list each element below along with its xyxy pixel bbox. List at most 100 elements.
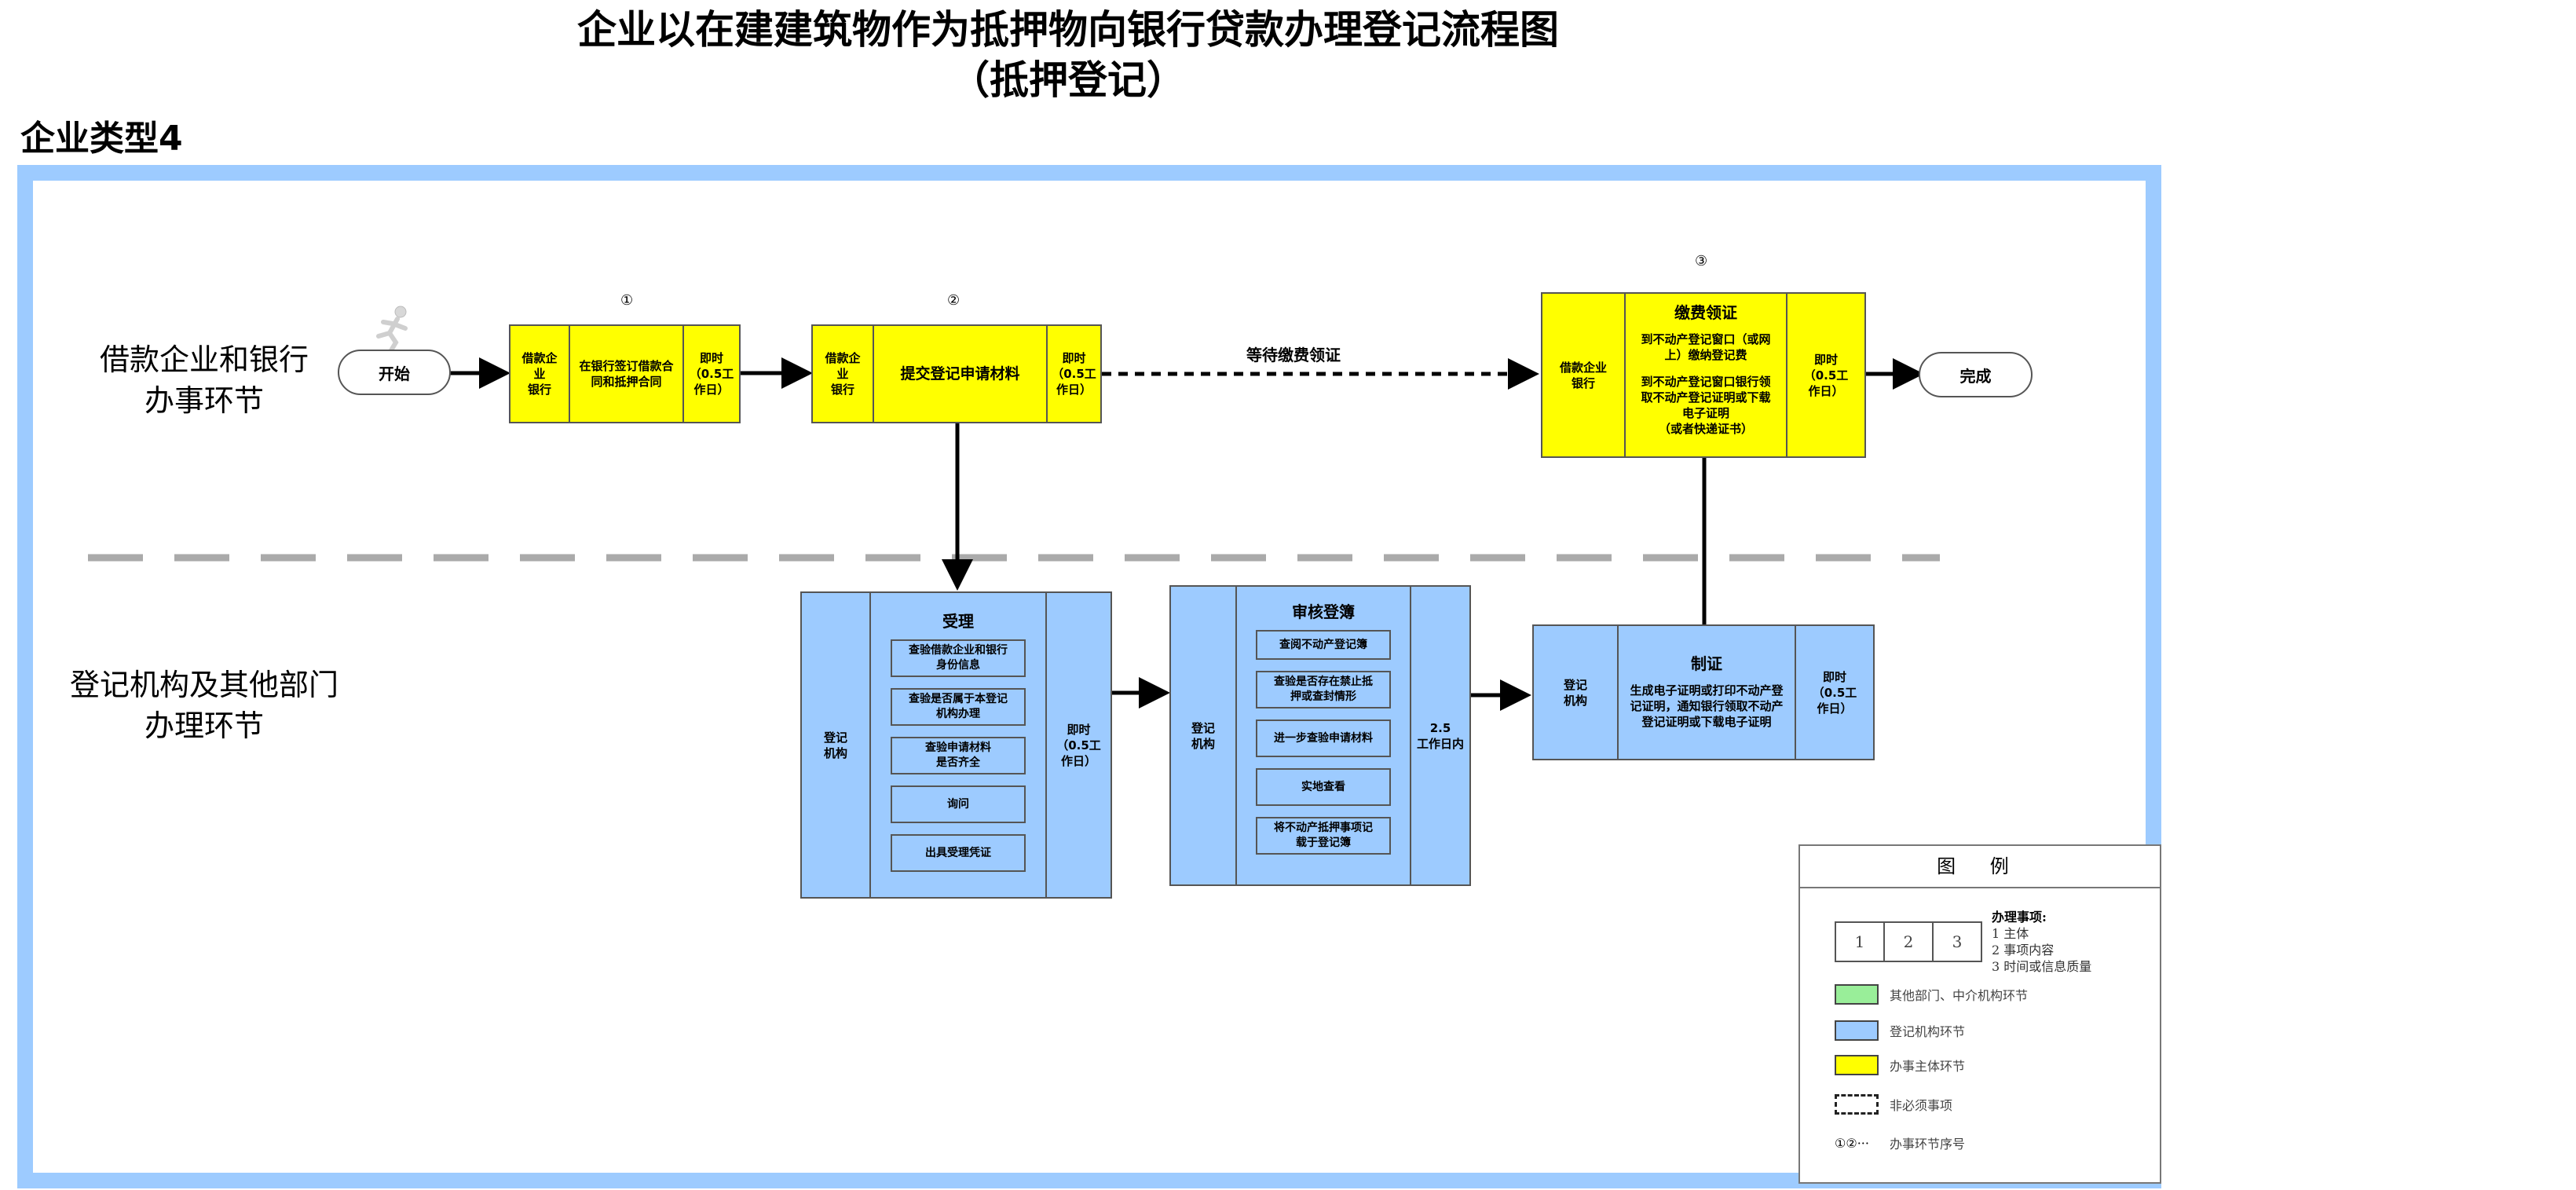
legend-yellow-label: 办事主体环节 xyxy=(1890,1059,1966,1074)
step3-time-line: 即时 xyxy=(1813,352,1838,367)
step1-time: 即时 （0.5工 作日） xyxy=(682,326,739,422)
step-number-1: ① xyxy=(620,292,634,309)
legend-green: 其他部门、中介机构环节 xyxy=(1835,984,2028,1005)
accept-time: 即时 （0.5工 作日） xyxy=(1045,593,1111,897)
legend-item-text: 1 主体 xyxy=(1992,926,2029,941)
review-item: 将不动产抵押事项记载于登记簿 xyxy=(1256,817,1391,855)
lane-label-top-line1: 借款企业和银行 xyxy=(99,342,309,377)
review-time-line: 2.5 xyxy=(1429,720,1451,735)
runner-icon xyxy=(376,306,408,352)
step1-subject-line: 银行 xyxy=(527,383,551,397)
legend-dashed-label: 非必须事项 xyxy=(1890,1098,1953,1113)
step2-subject: 借款企 业 银行 xyxy=(813,326,873,422)
step-number-2: ② xyxy=(947,292,961,309)
certificate-subject-line: 登记 xyxy=(1563,677,1587,692)
lane-label-bottom-line1: 登记机构及其他部门 xyxy=(69,668,338,702)
legend-item-text: 3 时间或信息质量 xyxy=(1992,959,2092,974)
legend-item-text: 2 事项内容 xyxy=(1992,943,2055,957)
accept-subject-line: 登记 xyxy=(823,730,847,745)
step3-content-line: 到不动产登记窗口（或网 xyxy=(1641,332,1771,346)
step3-content-line: 取不动产登记证明或下载 xyxy=(1641,390,1771,405)
accept-item: 查验借款企业和银行身份信息 xyxy=(891,639,1026,677)
review-subject: 登记 机构 xyxy=(1171,587,1235,884)
accept-item: 查验申请材料是否齐全 xyxy=(891,737,1026,774)
review-subject-line: 机构 xyxy=(1191,736,1215,751)
accept-box: 登记 机构 受理 查验借款企业和银行身份信息 查验是否属于本登记机构办理 查验申… xyxy=(800,591,1112,899)
step1-subject-line: 业 xyxy=(533,367,546,381)
certificate-time: 即时 （0.5工 作日） xyxy=(1795,626,1873,759)
step2-box: 借款企 业 银行 提交登记申请材料 即时 （0.5工 作日） xyxy=(811,324,1102,423)
review-item: 查阅不动产登记簿 xyxy=(1256,630,1391,660)
certificate-time-line: 作日） xyxy=(1817,701,1853,716)
step2-time: 即时 （0.5工 作日） xyxy=(1046,326,1100,422)
review-content: 审核登簿 查阅不动产登记簿 查验是否存在禁止抵押或查封情形 进一步查验申请材料 … xyxy=(1235,587,1410,884)
step2-time-line: 作日） xyxy=(1056,383,1092,397)
step3-box: 借款企业 银行 缴费领证 到不动产登记窗口（或网 上）缴纳登记费 到不动产登记窗… xyxy=(1541,292,1866,458)
legend-title: 图 例 xyxy=(1800,846,2160,888)
certificate-time-line: 即时 xyxy=(1822,669,1846,684)
legend-sequence-label: 办事环节序号 xyxy=(1890,1137,1966,1152)
certificate-subject: 登记 机构 xyxy=(1534,626,1617,759)
review-item-line: 进一步查验申请材料 xyxy=(1274,731,1373,745)
lane-label-top: 借款企业和银行 办事环节 xyxy=(39,339,369,421)
certificate-content: 制证 生成电子证明或打印不动产登 记证明，通知银行领取不动产 登记证明或下载电子… xyxy=(1617,626,1795,759)
review-item-line: 实地查看 xyxy=(1301,780,1345,793)
step3-content-line: 上）缴纳登记费 xyxy=(1664,348,1747,362)
certificate-time-line: （0.5工 xyxy=(1812,685,1857,700)
accept-content: 受理 查验借款企业和银行身份信息 查验是否属于本登记机构办理 查验申请材料是否齐… xyxy=(869,593,1045,897)
step1-content-line: 同和抵押合同 xyxy=(591,375,662,389)
step1-time-line: 作日） xyxy=(693,383,730,397)
step3-time-line: （0.5工 xyxy=(1803,368,1849,383)
review-heading: 审核登簿 xyxy=(1292,602,1355,621)
legend-number-box: 1 2 3 xyxy=(1835,921,1982,962)
step3-time: 即时 （0.5工 作日） xyxy=(1786,294,1864,456)
review-item: 查验是否存在禁止抵押或查封情形 xyxy=(1256,671,1391,709)
legend-blue-swatch xyxy=(1835,1020,1879,1041)
step3-subject-line: 银行 xyxy=(1571,375,1595,390)
start-terminal: 开始 xyxy=(338,350,451,395)
accept-item-line: 是否齐全 xyxy=(936,756,980,769)
accept-item: 查验是否属于本登记机构办理 xyxy=(891,688,1026,726)
accept-item-line: 询问 xyxy=(947,797,969,811)
wait-label: 等待缴费领证 xyxy=(1246,346,1341,364)
accept-item-line: 身份信息 xyxy=(936,659,980,672)
review-item-line: 查阅不动产登记簿 xyxy=(1279,638,1367,651)
step3-heading: 缴费领证 xyxy=(1674,303,1737,322)
accept-time-line: （0.5工 xyxy=(1056,738,1101,752)
accept-subject: 登记 机构 xyxy=(802,593,869,897)
step3-content: 缴费领证 到不动产登记窗口（或网 上）缴纳登记费 到不动产登记窗口银行领 取不动… xyxy=(1624,294,1786,456)
step2-time-line: 即时 xyxy=(1062,351,1086,365)
step2-time-line: （0.5工 xyxy=(1052,367,1096,381)
step1-content-line: 在银行签订借款合 xyxy=(579,359,674,373)
legend-green-swatch xyxy=(1835,984,1879,1005)
review-item-line: 将不动产抵押事项记 xyxy=(1274,822,1373,834)
accept-subject-line: 机构 xyxy=(823,745,847,760)
legend-yellow-swatch xyxy=(1835,1055,1879,1075)
step3-content-line: 电子证明 xyxy=(1681,406,1729,420)
legend-green-label: 其他部门、中介机构环节 xyxy=(1890,988,2029,1003)
review-item-line: 押或查封情形 xyxy=(1290,690,1356,703)
accept-item-line: 机构办理 xyxy=(936,708,980,720)
step3-subject: 借款企业 银行 xyxy=(1542,294,1624,456)
review-subject-line: 登记 xyxy=(1191,720,1215,735)
certificate-subject-line: 机构 xyxy=(1563,693,1587,708)
lane-label-bottom-line2: 办理环节 xyxy=(144,709,264,743)
accept-heading: 受理 xyxy=(942,612,974,631)
review-box: 登记 机构 审核登簿 查阅不动产登记簿 查验是否存在禁止抵押或查封情形 进一步查… xyxy=(1169,585,1471,886)
accept-item: 出具受理凭证 xyxy=(891,834,1026,872)
step1-content: 在银行签订借款合 同和抵押合同 xyxy=(569,326,682,422)
step2-subject-line: 借款企 xyxy=(825,351,861,365)
legend-numbers-row: 1 2 3 xyxy=(1835,921,1982,962)
legend-number: 1 xyxy=(1854,932,1865,951)
legend-dashed-swatch xyxy=(1835,1094,1879,1115)
legend: 图 例 1 2 3 办理事项: 1 主体 2 事项内容 3 时间或信息质量 其他… xyxy=(1798,844,2161,1184)
step3-content-line: （或者快递证书） xyxy=(1658,422,1753,436)
accept-time-line: 作日） xyxy=(1060,753,1096,768)
step1-subject-line: 借款企 xyxy=(521,351,558,365)
step3-content-line: 到不动产登记窗口银行领 xyxy=(1641,375,1771,389)
accept-item: 询问 xyxy=(891,785,1026,823)
certificate-box: 登记 机构 制证 生成电子证明或打印不动产登 记证明，通知银行领取不动产 登记证… xyxy=(1532,624,1875,760)
legend-blue: 登记机构环节 xyxy=(1835,1020,1965,1041)
legend-number: 2 xyxy=(1883,923,1932,961)
end-terminal: 完成 xyxy=(1919,352,2033,397)
